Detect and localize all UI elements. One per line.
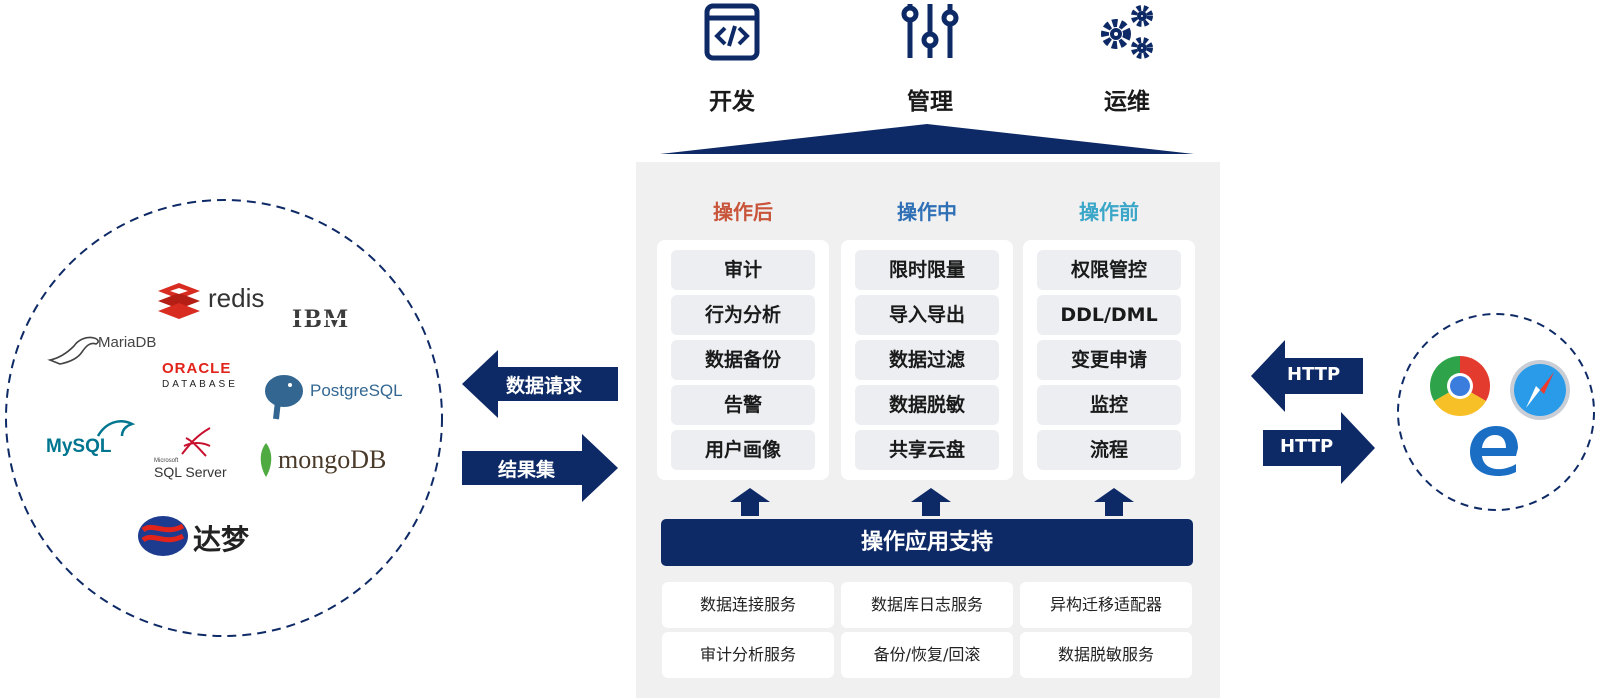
list-item: 共享云盘 [855,430,999,470]
column-title-after: 操作后 [713,200,773,224]
left-arrow-icon [462,350,618,418]
role-label: 运维 [1104,89,1150,115]
chrome-icon [1429,356,1491,417]
column-after: 审计 行为分析 数据备份 告警 用户画像 [657,240,829,480]
mongodb-logo: mongoDB [258,441,398,481]
oracle-wordmark: ORACLE [162,360,232,377]
gears-icon [1101,5,1153,59]
list-item: 权限管控 [1037,250,1181,290]
list-item: 审计 [671,250,815,290]
http-in-arrow: HTTP [1251,340,1363,412]
postgresql-wordmark: PostgreSQL [310,381,403,400]
sqlserver-icon [181,427,211,457]
arrow-label: 数据请求 [506,375,583,397]
leaf-icon [260,443,272,477]
redis-cube-icon [158,283,200,319]
oracle-subtitle: DATABASE [162,379,238,390]
mariadb-logo: MariaDB [46,330,166,368]
postgresql-logo: PostgreSQL [260,371,410,421]
list-item: 数据备份 [671,340,815,380]
result-set-arrow: 结果集 [462,434,618,502]
edge-icon [1470,426,1518,476]
mysql-logo: MySQL [46,416,146,460]
column-during: 限时限量 导入导出 数据过滤 数据脱敏 共享云盘 [841,240,1013,480]
list-item: 监控 [1037,385,1181,425]
seal-icon [47,336,99,365]
left-arrow-icon [1251,340,1363,412]
browser-circle [1397,313,1595,511]
data-request-arrow: 数据请求 [462,350,618,418]
mysql-wordmark: MySQL [46,436,112,457]
list-item: 导入导出 [855,295,999,335]
column-title-during: 操作中 [897,200,957,224]
sqlserver-logo: Microsoft SQL Server [154,424,234,484]
dameng-wordmark: 达梦 [193,523,250,556]
up-arrow-icon [730,488,770,516]
sqlserver-wordmark: SQL Server [154,464,227,480]
list-item: 限时限量 [855,250,999,290]
mariadb-wordmark: MariaDB [98,334,157,351]
dameng-logo: 达梦 [137,514,267,560]
list-item: 行为分析 [671,295,815,335]
up-arrow-icon [1094,488,1134,516]
sqlserver-small: Microsoft [154,458,179,464]
role-label: 管理 [907,89,953,115]
redis-wordmark: redis [208,283,265,313]
elephant-icon [263,373,305,420]
service-item: 审计分析服务 [662,632,834,678]
role-dev: 开发 [677,0,787,116]
sliders-icon [901,4,959,58]
up-arrow-icon [911,488,951,516]
service-item: 数据库日志服务 [841,582,1013,628]
service-item: 备份/恢复/回滚 [841,632,1013,678]
list-item: 用户画像 [671,430,815,470]
service-item: 数据连接服务 [662,582,834,628]
dolphin-icon [96,420,136,437]
arrow-label: HTTP [1287,364,1341,385]
code-window-icon [704,3,760,61]
role-ops: 运维 [1072,0,1182,116]
arrow-label: HTTP [1280,436,1334,457]
mongodb-wordmark: mongoDB [278,445,387,474]
support-bar: 操作应用支持 [661,519,1193,566]
right-arrow-icon [462,434,618,502]
role-manage: 管理 [875,0,985,116]
right-arrow-icon [1263,412,1375,484]
list-item: 流程 [1037,430,1181,470]
oracle-logo: ORACLE DATABASE [162,360,242,396]
list-item: 变更申请 [1037,340,1181,380]
list-item: 数据过滤 [855,340,999,380]
dameng-icon [138,516,188,556]
service-item: 异构迁移适配器 [1020,582,1192,628]
roof-triangle [660,124,1194,154]
ibm-logo: IBM [292,304,350,333]
safari-icon [1510,360,1570,420]
list-item: 数据脱敏 [855,385,999,425]
http-out-arrow: HTTP [1263,412,1375,484]
database-circle [5,199,443,637]
arrow-label: 结果集 [498,459,556,481]
service-item: 数据脱敏服务 [1020,632,1192,678]
column-before: 权限管控 DDL/DML 变更申请 监控 流程 [1023,240,1195,480]
role-label: 开发 [709,89,755,115]
list-item: DDL/DML [1037,295,1181,335]
redis-logo: redis [156,281,276,321]
list-item: 告警 [671,385,815,425]
column-title-before: 操作前 [1079,200,1139,224]
